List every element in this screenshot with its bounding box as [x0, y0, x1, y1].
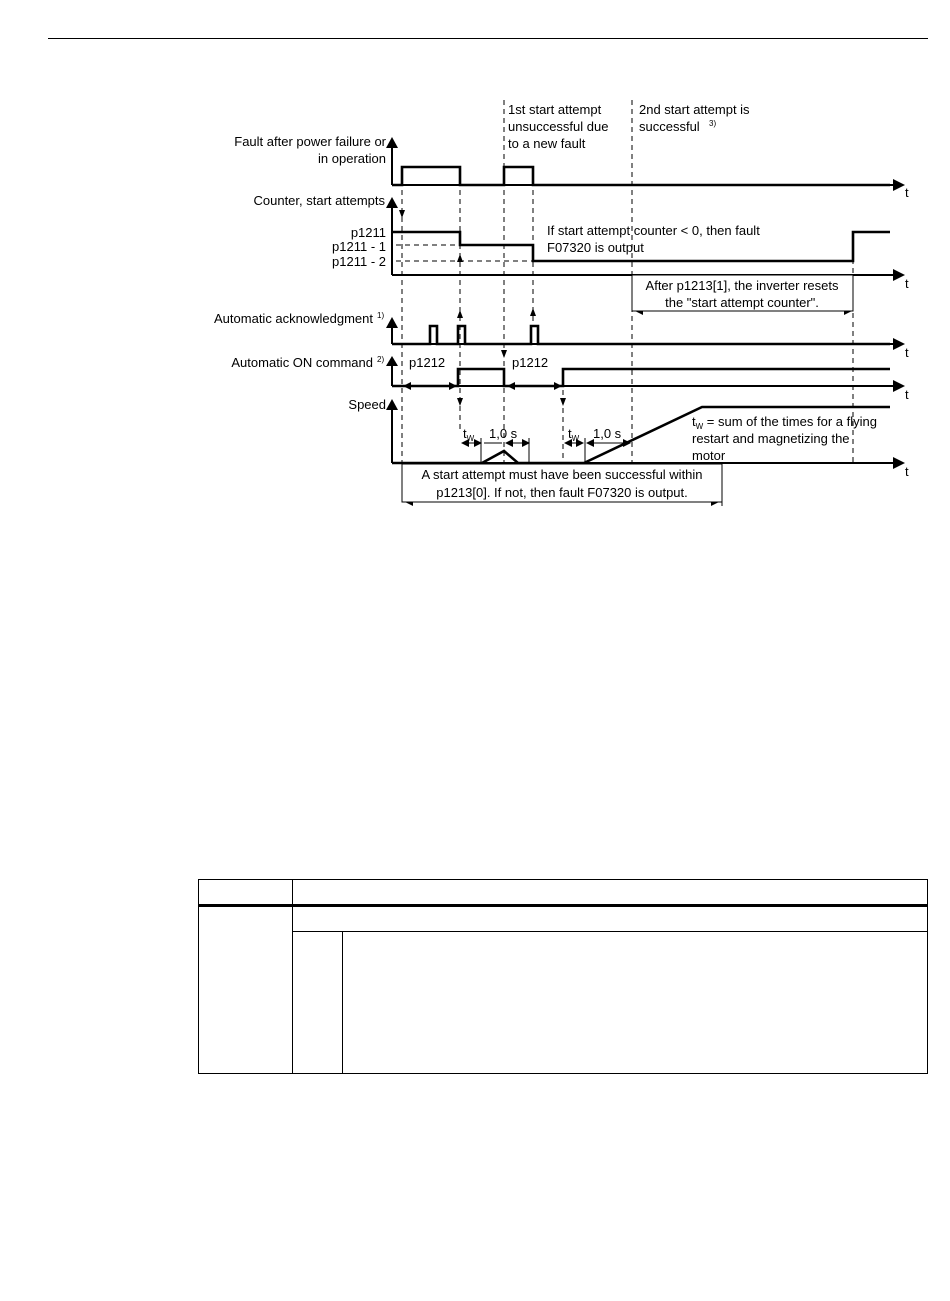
- table-col-divider-2: [342, 931, 343, 1074]
- tw-def-line1: tW = sum of the times for a flying: [692, 414, 877, 431]
- axis-t-3: t: [905, 345, 909, 360]
- label-fault-2: in operation: [318, 151, 386, 166]
- counter-fault-line1: If start attempt counter < 0, then fault: [547, 223, 760, 238]
- event-arrows: [399, 210, 566, 406]
- p1212-a: p1212: [409, 355, 445, 370]
- attempt1-line2: unsuccessful due: [508, 119, 608, 134]
- table-border-left: [198, 879, 199, 1074]
- tw-def-line3: motor: [692, 448, 726, 463]
- reset-line1: After p1213[1], the inverter resets: [646, 278, 839, 293]
- one-sec-a: 1,0 s: [489, 426, 518, 441]
- label-speed: Speed: [348, 397, 386, 412]
- label-counter: Counter, start attempts: [253, 193, 385, 208]
- reset-line2: the "start attempt counter".: [665, 295, 819, 310]
- attempt1-line1: 1st start attempt: [508, 102, 602, 117]
- table-col-divider-1: [292, 879, 293, 1074]
- axis-t-5: t: [905, 464, 909, 479]
- tw-def-line2: restart and magnetizing the: [692, 431, 850, 446]
- table-header-rule: [198, 904, 928, 907]
- label-fault-1: Fault after power failure or: [234, 134, 386, 149]
- fault-signal: [392, 165, 890, 187]
- label-auto-ack: Automatic acknowledgment: [214, 311, 373, 326]
- one-sec-b: 1,0 s: [593, 426, 622, 441]
- success-line1: A start attempt must have been successfu…: [421, 467, 702, 482]
- table-border-right: [927, 879, 928, 1074]
- speed-signal: [392, 405, 890, 465]
- success-line2: p1213[0]. If not, then fault F07320 is o…: [436, 485, 688, 500]
- label-p1211: p1211: [351, 225, 386, 240]
- axis-t-1: t: [905, 185, 909, 200]
- table-border-top: [198, 879, 928, 880]
- parameter-table: [198, 879, 928, 1074]
- label-p1211-1: p1211 - 1: [332, 239, 386, 254]
- attempt2-note: 3): [709, 119, 716, 128]
- table-border-bottom: [198, 1073, 928, 1074]
- attempt2-line2: successful: [639, 119, 700, 134]
- p1212-b: p1212: [512, 355, 548, 370]
- axis-t-2: t: [905, 276, 909, 291]
- table-inner-rule: [292, 931, 928, 932]
- label-auto-on: Automatic ON command: [231, 355, 373, 370]
- tw-a: tW: [463, 426, 475, 443]
- success-note-box: [401, 463, 723, 503]
- axis-t-4: t: [905, 387, 909, 402]
- tw-b: tW: [568, 426, 580, 443]
- reset-note-box: [631, 274, 854, 312]
- label-p1211-2: p1211 - 2: [332, 254, 386, 269]
- attempt2-line1: 2nd start attempt is: [639, 102, 750, 117]
- note-auto-ack: 1): [377, 311, 384, 320]
- counter-fault-line2: F07320 is output: [547, 240, 644, 255]
- on-signal: [392, 367, 890, 388]
- header-rule: [48, 38, 928, 39]
- ack-signal: [392, 324, 890, 346]
- y-axes: [386, 137, 398, 463]
- note-auto-on: 2): [377, 355, 384, 364]
- attempt1-line3: to a new fault: [508, 136, 586, 151]
